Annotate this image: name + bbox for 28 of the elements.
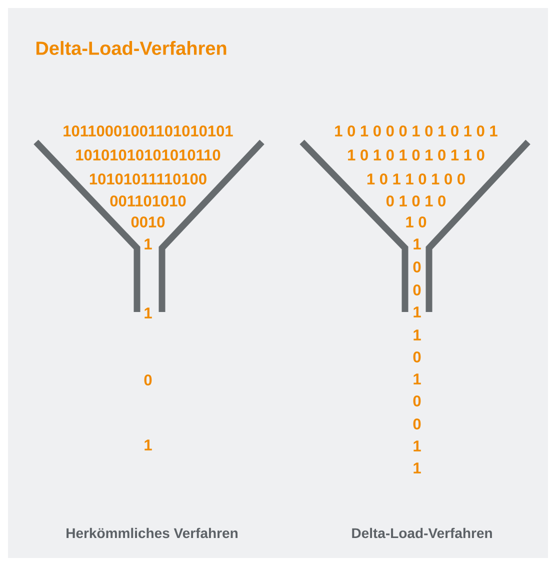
binary-digits: 1 <box>144 308 152 318</box>
binary-digits: 10101010101010110 <box>76 150 220 160</box>
binary-digits: 1 <box>414 238 421 250</box>
binary-digits: 1 <box>414 306 421 318</box>
binary-digits: 1 0 1 0 1 0 1 0 1 1 0 <box>348 150 484 160</box>
binary-digits: 1 <box>414 462 421 474</box>
caption: Herkömmliches Verfahren <box>66 528 238 538</box>
binary-digits: 1 <box>144 238 152 250</box>
binary-digits: 1 <box>414 330 421 340</box>
binary-digits: 1 <box>414 374 421 384</box>
binary-digits: 1 <box>144 440 152 450</box>
binary-digits: 10101011110100 <box>90 174 206 184</box>
binary-digits: 001101010 <box>110 196 186 206</box>
binary-digits: 0 <box>413 396 421 406</box>
diagram-title: Delta-Load-Verfahren <box>36 41 226 55</box>
binary-digits: 0 <box>413 418 421 430</box>
binary-digits: 1 <box>414 440 421 452</box>
caption: Delta-Load-Verfahren <box>352 528 492 538</box>
binary-digits: 0 <box>413 284 421 296</box>
binary-digits: 0 <box>413 352 421 362</box>
binary-digits: 1 0 <box>406 216 426 228</box>
binary-digits: 0010 <box>131 216 165 228</box>
binary-digits: 1 0 1 1 0 1 0 0 <box>367 174 465 184</box>
binary-digits: 10110001001101010101 <box>64 126 233 136</box>
binary-digits: 0 <box>144 374 152 386</box>
binary-digits: 0 1 0 1 0 <box>386 196 446 206</box>
binary-digits: 1 0 1 0 0 0 1 0 1 0 1 0 1 <box>335 126 498 136</box>
binary-digits: 0 <box>413 262 421 272</box>
